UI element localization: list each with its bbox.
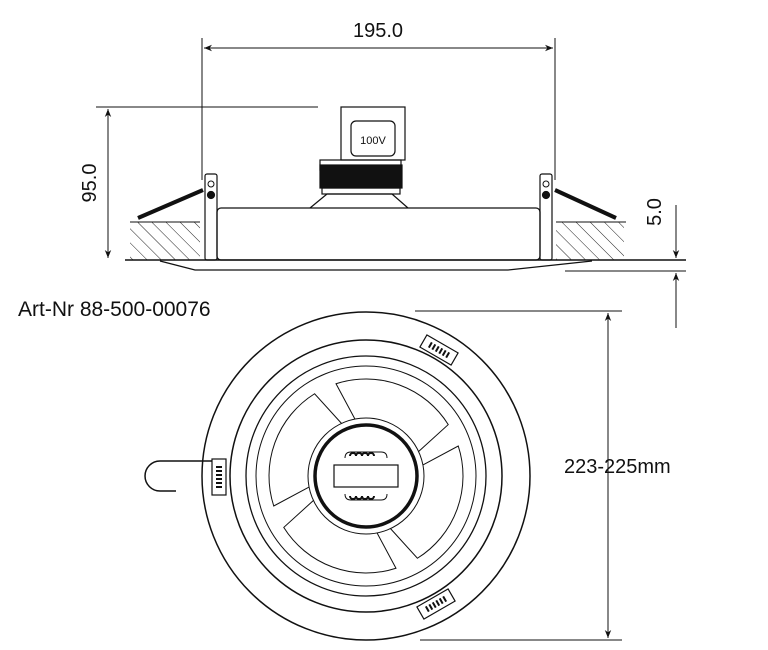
article-number: Art-Nr 88-500-00076 [18,298,211,321]
side-view [96,38,686,272]
spring-clip-left [211,458,227,496]
top-view [144,310,622,641]
spring-clip-top [419,334,459,366]
voltage-label: 100V [360,135,386,147]
spring-clip-bottom [416,588,456,620]
flange-dimension: 5.0 [644,198,666,226]
height-dimension: 95.0 [79,164,101,203]
cutout-dimension: 223-225mm [564,456,671,478]
width-dimension: 195.0 [353,20,403,42]
